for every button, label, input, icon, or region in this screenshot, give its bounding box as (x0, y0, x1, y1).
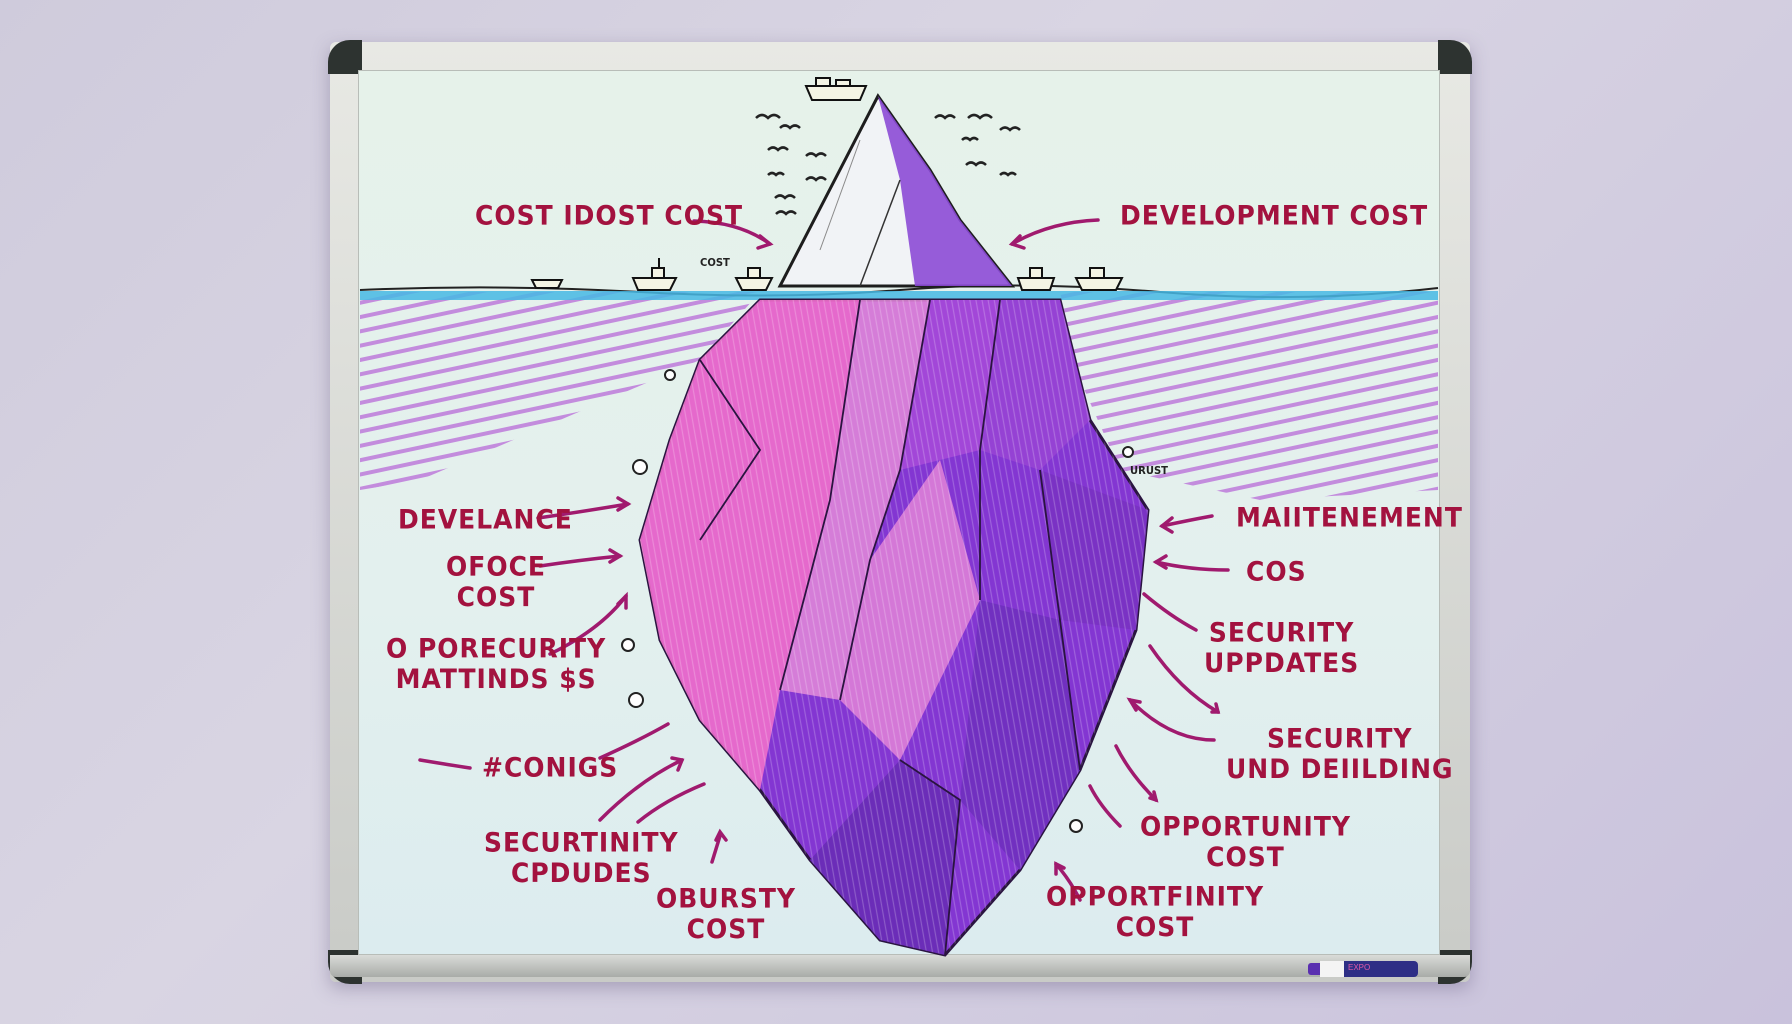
label-left-3: O PORECURITY MATTINDS $S (386, 633, 607, 695)
label-development-cost: DEVELOPMENT COST (1120, 200, 1429, 231)
label-right-1: MAIITENEMENT (1236, 502, 1463, 533)
marker-body (1344, 961, 1418, 977)
label-tiny-note: URUST (1130, 465, 1168, 478)
birds (755, 113, 1021, 216)
label-right-3: SECURITY UPPDATES (1204, 617, 1360, 679)
iceberg-peak (777, 93, 1016, 288)
label-right-2: COS (1246, 556, 1307, 587)
marker-band (1320, 961, 1346, 977)
marker-brand: EXPO (1348, 963, 1371, 972)
frame-corner-top-left (328, 40, 362, 74)
marker-cap (1308, 963, 1322, 975)
label-right-6: OPPORTFINITY COST (1046, 881, 1265, 943)
label-right-5: OPPORTUNITY COST (1140, 811, 1352, 873)
water-hatching-left (360, 292, 760, 490)
label-cost-idost-cost: COST IDOST COST (475, 200, 744, 231)
boats (530, 77, 1124, 291)
marker-tray (330, 955, 1470, 977)
label-boat-note: COST (700, 257, 730, 270)
label-right-4: SECURITY UND DEIILDING (1226, 723, 1454, 785)
iceberg-underwater-mass (638, 298, 1150, 957)
label-left-1: DEVELANCE (398, 504, 573, 535)
label-left-4: #CONIGS (482, 752, 619, 783)
bubbles (621, 369, 1134, 833)
label-left-6: OBURSTY COST (656, 883, 797, 945)
label-left-5: SECURTINITY CPDUDES (484, 827, 679, 889)
label-left-2: OFOCE COST (446, 551, 547, 613)
water-hatching-right (1060, 292, 1438, 500)
arrows (418, 218, 1230, 902)
whiteboard-marker[interactable]: EXPO (1308, 961, 1418, 977)
